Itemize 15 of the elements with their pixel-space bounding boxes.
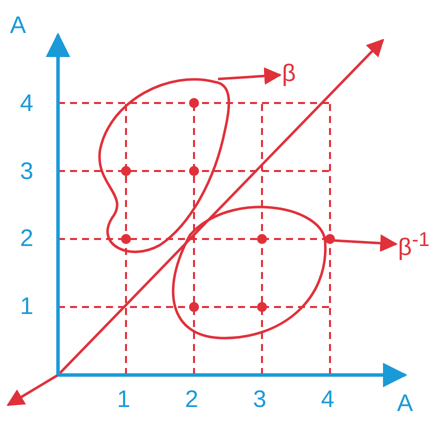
tick-label: 2 bbox=[185, 388, 198, 412]
tick-label: 1 bbox=[117, 388, 130, 412]
relation-loop bbox=[98, 78, 230, 253]
relation-label: β$^{-1}$ bbox=[398, 228, 430, 260]
tick-label: 4 bbox=[20, 92, 34, 116]
arrow bbox=[218, 67, 282, 85]
tick-label: 2 bbox=[20, 227, 34, 251]
axis-label: A bbox=[10, 14, 26, 38]
tick-label: 3 bbox=[20, 160, 34, 184]
relation-label: β bbox=[282, 62, 296, 86]
axis-label: A bbox=[397, 392, 414, 416]
tick-label: 1 bbox=[20, 295, 34, 319]
tick-label: 3 bbox=[253, 388, 266, 412]
tick-label: 4 bbox=[321, 388, 334, 412]
relation-loop bbox=[172, 206, 326, 340]
